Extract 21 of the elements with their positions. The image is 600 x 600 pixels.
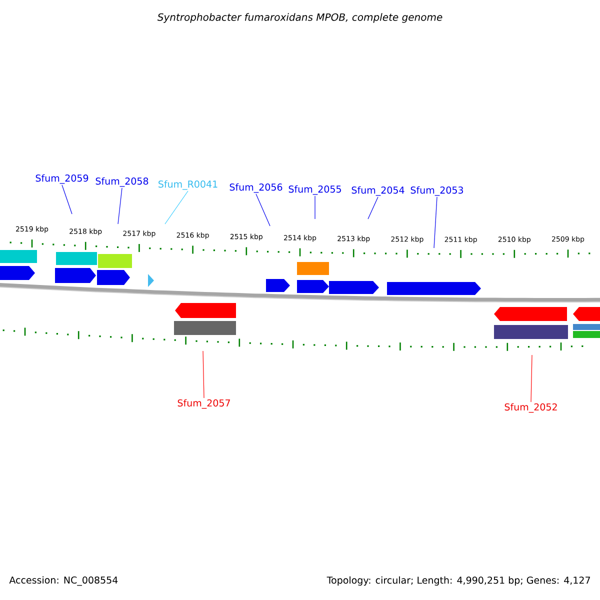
gene-label: Sfum_2054 (352, 186, 404, 196)
gene-label: Sfum_2052 (504, 403, 557, 413)
leader-line (530, 354, 532, 402)
footer-text: Topology: circular; Length: 4,990,251 bp; Genes: 4,127 (326, 576, 590, 586)
title: Syntrophobacter fumaroxidans MPOB, complete genome (157, 13, 442, 23)
footer-text: Accession: NC_008554 (9, 576, 118, 586)
leader-line (118, 188, 122, 224)
leader-line (202, 350, 204, 398)
gene-label: Sfum_2053 (410, 186, 464, 196)
gene-label: Sfum_2056 (230, 183, 282, 193)
gene-label: Sfum_2059 (36, 174, 88, 184)
gene-label: Sfum_2057 (178, 399, 230, 409)
leader-line (434, 196, 438, 248)
gene-label: Sfum_2058 (96, 177, 148, 187)
leader-line (62, 184, 72, 214)
gene-label: Sfum_2055 (288, 185, 341, 195)
leader-line (368, 196, 378, 220)
leader-line (314, 196, 316, 220)
gene-label: Sfum_R0041 (158, 180, 218, 190)
leader-line (164, 190, 188, 224)
leader-line (256, 194, 270, 226)
